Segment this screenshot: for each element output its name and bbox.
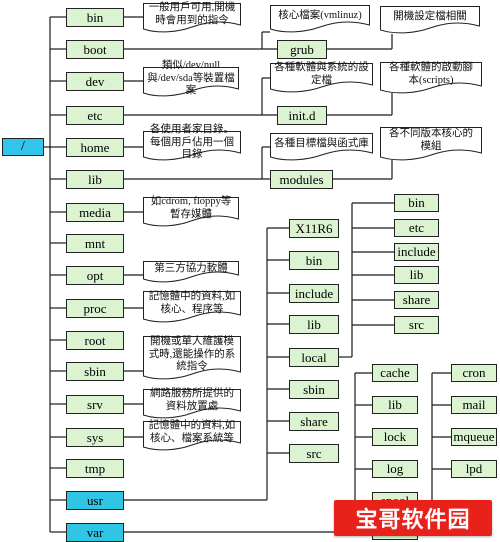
note-home-text: 各使用者家目錄。每個用戶佔用一個目錄 xyxy=(150,123,234,161)
dir-node-initd[interactable]: init.d xyxy=(277,106,327,125)
dir-node-boot[interactable]: boot xyxy=(66,40,124,59)
dir-node-var[interactable]: var xyxy=(66,523,124,542)
dir-node-usr-X11R6[interactable]: X11R6 xyxy=(289,219,339,238)
note-etc-text: 各種軟體與系統的設定檔 xyxy=(274,62,369,86)
note-modules-text: 各不同版本核心的模組 xyxy=(389,128,473,152)
dir-node-usr-local[interactable]: local xyxy=(289,348,339,367)
dir-node-sbin[interactable]: sbin xyxy=(66,362,124,381)
dir-node-local-include[interactable]: include xyxy=(394,243,439,261)
note-kernel-text: 核心檔案(vmlinuz) xyxy=(278,9,362,21)
dir-node-local-share[interactable]: share xyxy=(394,291,439,309)
note-opt: 第三方協力軟體 xyxy=(143,261,239,283)
dir-node-local-bin[interactable]: bin xyxy=(394,194,439,212)
dir-node-modules[interactable]: modules xyxy=(270,170,333,189)
note-sys: 記憶體中的資料,如核心、檔案系統等 xyxy=(143,420,241,451)
dir-node-usr-share[interactable]: share xyxy=(289,412,339,431)
note-media-text: 如cdrom, floppy等暫存媒體 xyxy=(150,196,232,220)
dir-node-var-lock[interactable]: lock xyxy=(372,428,418,446)
note-grub: 開機設定檔相關 xyxy=(380,6,480,34)
dir-node-lib[interactable]: lib xyxy=(66,170,124,189)
dir-node-srv[interactable]: srv xyxy=(66,395,124,414)
dir-node-usr-bin[interactable]: bin xyxy=(289,251,339,270)
dir-node-usr-lib[interactable]: lib xyxy=(289,315,339,334)
dir-node-mnt[interactable]: mnt xyxy=(66,234,124,253)
dir-node-local-src[interactable]: src xyxy=(394,316,439,334)
dir-node-media[interactable]: media xyxy=(66,203,124,222)
note-proc-text: 記憶體中的資料,如核心、程序等 xyxy=(148,291,236,315)
note-bin: 一般用戶可用,開機時會用到的指令 xyxy=(143,2,241,33)
note-opt-text: 第三方協力軟體 xyxy=(154,262,228,274)
dir-node-dev[interactable]: dev xyxy=(66,72,124,91)
note-initd: 各種軟體的啟動腳本(scripts) xyxy=(380,62,482,94)
note-sbin: 開機或單人維護模式時,還能操作的系統指令 xyxy=(143,336,241,380)
dir-node-root[interactable]: root xyxy=(66,331,124,350)
dir-node-usr-include[interactable]: include xyxy=(289,284,339,303)
dir-node-var-cache[interactable]: cache xyxy=(372,364,418,382)
dir-node-home[interactable]: home xyxy=(66,138,124,157)
note-lib: 各種目標檔與函式庫 xyxy=(270,133,373,161)
note-srv-text: 網路服務所提供的資料放置處 xyxy=(150,388,234,412)
dir-node-spool-mail[interactable]: mail xyxy=(451,396,497,414)
dir-node-etc[interactable]: etc xyxy=(66,106,124,125)
dir-node-spool-lpd[interactable]: lpd xyxy=(451,460,497,478)
note-dev: 類似/dev/null與/dev/sda等裝置檔案 xyxy=(143,59,239,97)
note-modules: 各不同版本核心的模組 xyxy=(380,127,482,161)
dir-node-tmp[interactable]: tmp xyxy=(66,459,124,478)
note-etc: 各種軟體與系統的設定檔 xyxy=(270,62,373,93)
watermark-logo: 宝哥软件园 xyxy=(334,500,492,536)
dir-node-local-etc[interactable]: etc xyxy=(394,219,439,237)
dir-node-usr-src[interactable]: src xyxy=(289,444,339,463)
root-dir-node[interactable]: / xyxy=(2,138,44,156)
note-initd-text: 各種軟體的啟動腳本(scripts) xyxy=(389,62,473,86)
dir-node-bin[interactable]: bin xyxy=(66,8,124,27)
dir-node-opt[interactable]: opt xyxy=(66,266,124,285)
note-bin-text: 一般用戶可用,開機時會用到的指令 xyxy=(148,2,236,26)
dir-node-var-lib[interactable]: lib xyxy=(372,396,418,414)
dir-node-proc[interactable]: proc xyxy=(66,299,124,318)
note-sbin-text: 開機或單人維護模式時,還能操作的系統指令 xyxy=(148,335,236,373)
note-kernel: 核心檔案(vmlinuz) xyxy=(270,5,370,33)
dir-node-sys[interactable]: sys xyxy=(66,428,124,447)
note-grub-text: 開機設定檔相關 xyxy=(393,10,467,22)
watermark-text: 宝哥软件园 xyxy=(355,508,471,533)
note-sys-text: 記憶體中的資料,如核心、檔案系統等 xyxy=(148,420,236,444)
dir-node-var-log[interactable]: log xyxy=(372,460,418,478)
note-lib-text: 各種目標檔與函式庫 xyxy=(274,137,369,149)
dir-node-usr-sbin[interactable]: sbin xyxy=(289,380,339,399)
note-media: 如cdrom, floppy等暫存媒體 xyxy=(143,196,239,227)
dir-node-usr[interactable]: usr xyxy=(66,491,124,510)
note-srv: 網路服務所提供的資料放置處 xyxy=(143,388,241,419)
dir-node-grub[interactable]: grub xyxy=(277,40,327,59)
note-dev-text: 類似/dev/null與/dev/sda等裝置檔案 xyxy=(147,59,235,97)
note-proc: 記憶體中的資料,如核心、程序等 xyxy=(143,291,241,323)
note-home: 各使用者家目錄。每個用戶佔用一個目錄 xyxy=(143,123,241,161)
dir-node-spool-mqueue[interactable]: mqueue xyxy=(451,428,497,446)
dir-node-spool-cron[interactable]: cron xyxy=(451,364,497,382)
dir-node-local-lib[interactable]: lib xyxy=(394,266,439,284)
